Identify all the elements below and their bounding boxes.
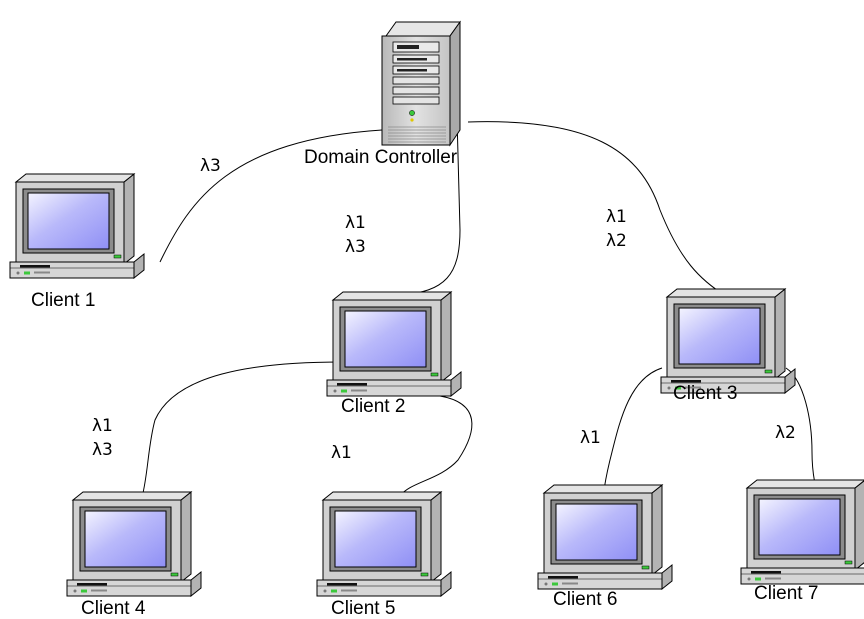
link-client3-client6: [603, 367, 663, 491]
client-6-computer-icon: [537, 484, 673, 590]
wavelength-label: λ1: [606, 207, 627, 227]
wavelength-label: λ1: [331, 443, 352, 463]
wavelength-label: λ1: [92, 416, 113, 436]
link-client3-client7: [785, 367, 816, 485]
link-client2-client5: [399, 395, 473, 497]
client-5-computer-icon: [316, 491, 452, 597]
domain-controller-server-icon: [381, 20, 461, 147]
link-dc-client1: [159, 129, 383, 263]
client-2-computer-icon: [326, 291, 462, 397]
links-group: [141, 79, 816, 498]
client-5-label: Client 5: [331, 598, 396, 619]
wavelength-label: λ2: [775, 423, 796, 443]
client-2-label: Client 2: [341, 396, 406, 417]
wavelength-label: λ1: [345, 213, 366, 233]
client-1-computer-icon: [9, 173, 145, 279]
link-dc-client3: [467, 121, 727, 297]
client-4-label: Client 4: [81, 598, 146, 619]
wavelength-label: λ3: [345, 237, 366, 257]
wavelength-label: λ1: [580, 428, 601, 448]
domain-controller-label: Domain Controller: [304, 147, 458, 168]
client-7-label: Client 7: [754, 583, 819, 604]
wavelength-label: λ3: [92, 440, 113, 460]
client-1-label: Client 1: [31, 290, 96, 311]
client-3-computer-icon: [660, 288, 796, 394]
client-7-computer-icon: [740, 479, 864, 585]
client-6-label: Client 6: [553, 589, 618, 610]
wavelength-label: λ3: [200, 156, 221, 176]
link-client2-client4: [141, 361, 343, 498]
client-3-label: Client 3: [673, 383, 738, 404]
client-4-computer-icon: [66, 491, 202, 597]
wavelength-label: λ2: [606, 231, 627, 251]
